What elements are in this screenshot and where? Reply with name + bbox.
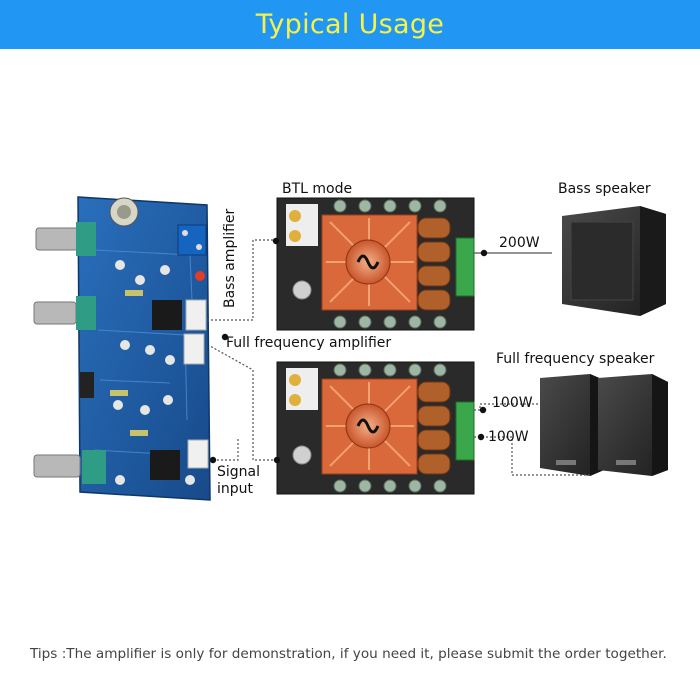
power-label-200w: 200W <box>499 235 540 251</box>
btl-mode-label: BTL mode <box>282 181 353 197</box>
bass-speaker-image <box>562 206 666 316</box>
power-label-100w-bottom: 100W <box>488 429 529 445</box>
signal-input-label-line1: Signal <box>217 464 261 480</box>
knob-bottom <box>33 450 106 484</box>
connection-dots <box>209 237 488 464</box>
knob-top <box>35 222 96 256</box>
header-banner: Typical Usage <box>0 0 700 49</box>
knob-middle <box>33 296 96 330</box>
page-title: Typical Usage <box>255 9 445 40</box>
full-frequency-speaker-label: Full frequency speaker <box>496 351 655 367</box>
full-frequency-amplifier-label: Full frequency amplifier <box>226 335 392 351</box>
tips-note: Tips :The amplifier is only for demonstr… <box>30 646 667 662</box>
amplifier-board-top-image <box>276 197 475 331</box>
preamp-board-image <box>33 196 211 501</box>
full-frequency-speakers-image <box>540 374 668 476</box>
power-label-100w-top: 100W <box>492 395 533 411</box>
bass-speaker-label: Bass speaker <box>558 181 651 197</box>
bass-amplifier-label: Bass amplifier <box>222 208 238 308</box>
signal-input-label-line2: input <box>217 481 254 497</box>
amplifier-board-bottom-image <box>276 361 475 495</box>
